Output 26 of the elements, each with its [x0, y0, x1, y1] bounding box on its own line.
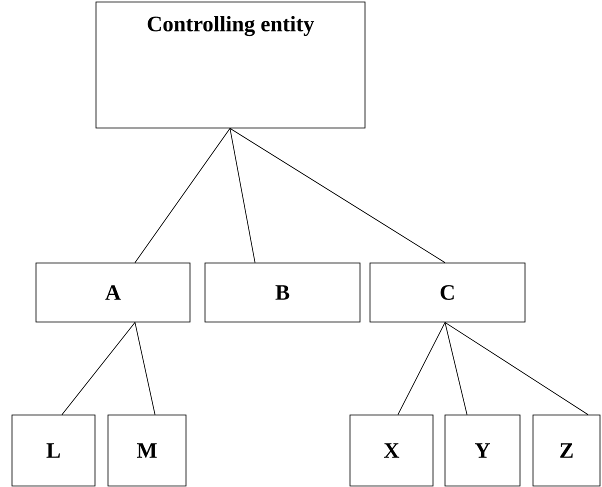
connector-line — [134, 322, 156, 415]
node-label: Controlling entity — [148, 16, 314, 36]
connector-line — [398, 322, 446, 415]
node-label: L — [46, 443, 60, 458]
connector-line — [134, 128, 230, 263]
entity-box — [96, 2, 366, 128]
entity-box — [444, 414, 520, 486]
node-label: X — [384, 443, 400, 458]
connector-line — [62, 322, 136, 415]
entity-box — [36, 262, 190, 322]
node-label: Z — [560, 443, 573, 458]
node-label: C — [440, 285, 454, 300]
connector-line — [444, 322, 588, 415]
connector-line — [230, 128, 256, 263]
entity-box — [12, 414, 96, 486]
node-label: Y — [474, 443, 490, 458]
entity-box — [350, 414, 434, 486]
connector-line — [444, 322, 468, 415]
node-label: B — [276, 285, 290, 300]
entity-box — [532, 414, 600, 486]
node-label: M — [136, 443, 157, 458]
entity-box — [370, 262, 526, 322]
node-label: A — [105, 285, 121, 300]
entity-box — [204, 262, 360, 322]
entity-box — [108, 414, 186, 486]
connector-line — [230, 128, 446, 263]
